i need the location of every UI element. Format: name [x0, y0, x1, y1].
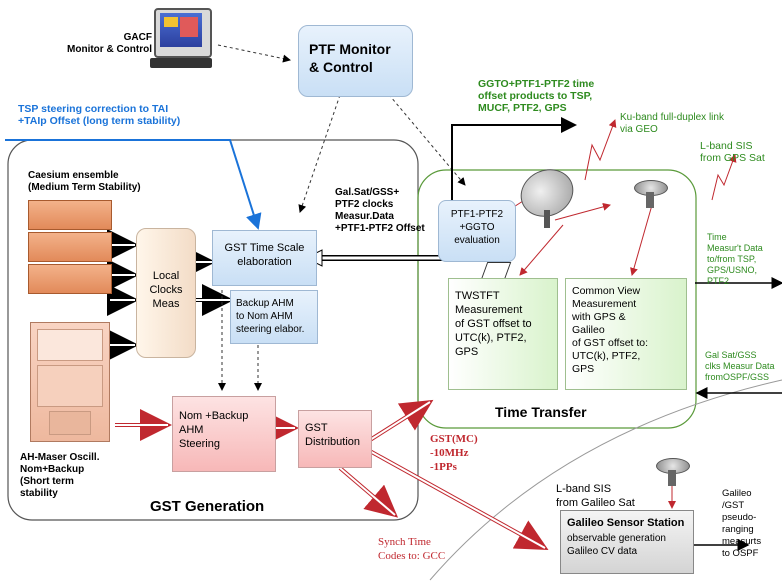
- twstft-box: TWSTFT Measurement of GST offset to UTC(…: [448, 278, 558, 390]
- tsp-steering-label: TSP steering correction to TAI +TAIp Off…: [18, 103, 181, 127]
- gst-distribution-box: GST Distribution: [298, 410, 372, 468]
- nom-backup-box: Nom +Backup AHM Steering: [172, 396, 276, 472]
- gst-generation-title: GST Generation: [150, 498, 265, 515]
- lband-gps-label: L-band SIS from GPS Sat: [700, 140, 765, 164]
- ah-maser-label: AH-Maser Oscill. Nom+Backup (Short term …: [20, 452, 100, 499]
- ptf1-ptf2-label: PTF1-PTF2 +GGTO evaluation: [450, 209, 504, 246]
- gps-antenna-icon: [630, 180, 670, 210]
- caesium-unit-icon: [28, 200, 112, 230]
- ptf-monitor-label: PTF Monitor & Control: [309, 41, 391, 75]
- ggto-products-label: GGTO+PTF1-PTF2 time offset products to T…: [478, 78, 595, 114]
- time-measur-label: Time Measur't Data to/from TSP, GPS/USNO…: [707, 232, 763, 286]
- galileo-sensor-station-box: Galileo Sensor Station observable genera…: [560, 510, 694, 574]
- caesium-unit-icon: [28, 232, 112, 262]
- backup-ahm-label: Backup AHM to Nom AHM steering elabor.: [236, 298, 305, 335]
- galileo-antenna-icon: [652, 458, 692, 488]
- galsat-data-label: Gal.Sat/GSS+ PTF2 clocks Measur.Data +PT…: [335, 187, 425, 234]
- galileo-pseudo-label: Galileo /GST pseudo- ranging measurts to…: [722, 488, 762, 559]
- common-view-box: Common View Measurement with GPS & Galil…: [565, 278, 687, 390]
- gal-sat-gss-label: Gal Sat/GSS clks Measur Data fromOSPF/GS…: [705, 350, 775, 382]
- caesium-unit-icon: [28, 264, 112, 294]
- synch-time-label: Synch Time Codes to: GCC: [378, 536, 446, 562]
- ptf1-ptf2-box: PTF1-PTF2 +GGTO evaluation: [438, 200, 516, 262]
- gst-time-scale-label: GST Time Scale elaboration: [224, 242, 305, 268]
- gst-mc-label: GST(MC) -10MHz -1PPs: [430, 433, 478, 473]
- gst-time-scale-box: GST Time Scale elaboration: [212, 230, 317, 286]
- backup-ahm-box: Backup AHM to Nom AHM steering elabor.: [230, 290, 318, 344]
- dish-antenna-icon: [512, 160, 582, 230]
- ptf-monitor-box: PTF Monitor & Control: [298, 25, 413, 97]
- monitor-icon: [150, 8, 212, 70]
- lband-galileo-label: L-band SIS from Galileo Sat: [556, 483, 635, 509]
- sky-arc: [429, 379, 782, 581]
- local-clocks-label: Local Clocks Meas: [149, 270, 183, 310]
- local-clocks-box: Local Clocks Meas: [136, 228, 196, 358]
- gss-title: Galileo Sensor Station: [567, 517, 685, 529]
- time-transfer-title: Time Transfer: [495, 404, 587, 420]
- caesium-label: Caesium ensemble (Medium Term Stability): [28, 170, 141, 193]
- gst-distribution-label: GST Distribution: [305, 422, 361, 448]
- maser-cabinet-icon: [30, 322, 110, 442]
- common-view-label: Common View Measurement with GPS & Galil…: [572, 285, 649, 375]
- ku-band-label: Ku-band full-duplex link via GEO: [620, 112, 724, 135]
- gss-subtitle: observable generation Galileo CV data: [567, 533, 666, 557]
- gacf-label: GACF Monitor & Control: [67, 32, 152, 55]
- nom-backup-label: Nom +Backup AHM Steering: [179, 410, 249, 450]
- twstft-label: TWSTFT Measurement of GST offset to UTC(…: [455, 290, 532, 358]
